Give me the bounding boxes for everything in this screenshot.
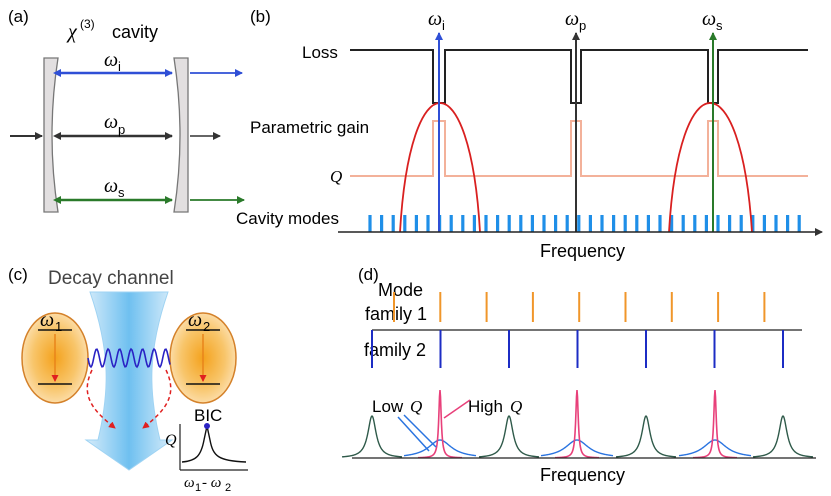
- cavity-word: cavity: [112, 22, 158, 42]
- cavity-mode-ticks: [368, 215, 801, 232]
- decay-path-2: [142, 369, 172, 429]
- family2-label: family 2: [364, 340, 426, 360]
- omega-i-label: ω: [104, 49, 118, 71]
- high-q-symbol: Q: [510, 397, 522, 416]
- omega2-label: ω: [188, 309, 202, 331]
- loss-label: Loss: [302, 43, 338, 62]
- spectrum-peak: [615, 415, 677, 458]
- omega-i-subscript: i: [118, 59, 121, 74]
- q-label-b: Q: [330, 167, 342, 186]
- panel-b: (b) Loss Parametric gain Q Cavity modes …: [236, 7, 823, 261]
- omega-i-b: ω: [428, 8, 442, 30]
- panel-c-label: (c): [8, 265, 28, 284]
- frequency-label-d: Frequency: [540, 465, 625, 485]
- inset-x-omega2-sub: 2: [225, 482, 231, 494]
- left-mirror: [43, 57, 59, 213]
- omega-i-b-sub: i: [442, 18, 445, 33]
- low-q-symbol: Q: [410, 397, 422, 416]
- panel-a: (a) χ (3) cavity ω i ω p ω s: [8, 7, 245, 213]
- spectrum-peaks: [341, 389, 814, 459]
- spectrum-peak: [478, 415, 540, 458]
- right-mirror: [173, 57, 189, 213]
- omega-p-label: ω: [104, 111, 118, 133]
- bic-inset-curve: [181, 425, 247, 463]
- frequency-label-b: Frequency: [540, 241, 625, 261]
- low-q-peak: [540, 439, 614, 457]
- q-label-c: Q: [165, 432, 177, 449]
- decay-path-1: [86, 369, 116, 429]
- low-q-pointer-1: [397, 416, 430, 452]
- omega-s-b: ω: [702, 8, 716, 30]
- mode-label: Mode: [378, 280, 423, 300]
- low-q-peak: [403, 439, 477, 457]
- chi-superscript: (3): [80, 17, 95, 31]
- omega-s-label: ω: [104, 175, 118, 197]
- low-q-pointer-2: [403, 414, 437, 448]
- omega-p-b-sub: p: [579, 18, 586, 33]
- chi-symbol: χ: [66, 21, 78, 43]
- low-q-peak: [678, 439, 752, 457]
- omega2-subscript: 2: [203, 319, 210, 334]
- panel-c: (c) Decay channel ω 1 ω 2 Q BIC ω 1 - ω …: [8, 265, 248, 494]
- panel-b-label: (b): [250, 7, 271, 26]
- family1-modes: [393, 292, 766, 322]
- omega-s-subscript: s: [118, 185, 125, 200]
- high-q-pointer: [443, 399, 471, 419]
- panel-d-label: (d): [358, 265, 379, 284]
- cavity-modes-label: Cavity modes: [236, 209, 339, 228]
- inset-x-omega1-sub: 1: [195, 482, 201, 494]
- bic-label: BIC: [194, 406, 222, 425]
- inset-x-omega1: ω: [184, 475, 195, 491]
- parametric-gain-label: Parametric gain: [250, 118, 369, 137]
- panel-a-label: (a): [8, 7, 29, 26]
- gain-curve-right: [668, 102, 753, 233]
- omega-p-subscript: p: [118, 122, 125, 137]
- inset-x-minus-omega: - ω: [202, 475, 221, 491]
- spectrum-peak: [341, 415, 403, 458]
- high-q-peak: [417, 389, 463, 459]
- omega1-label: ω: [40, 309, 54, 331]
- high-q-label: High: [468, 397, 503, 416]
- loss-line: [350, 49, 808, 104]
- decay-channel-beam: [84, 291, 174, 471]
- family1-label: family 1: [365, 304, 427, 324]
- low-q-label: Low: [372, 397, 404, 416]
- coupling-wave: [87, 347, 171, 369]
- panel-d: (d) Mode family 1 family 2 Low Q High Q …: [341, 265, 816, 485]
- high-q-peak: [554, 389, 600, 459]
- omega-s-b-sub: s: [716, 18, 723, 33]
- family2-modes: [371, 330, 784, 368]
- bic-point: [204, 423, 210, 429]
- omega-p-b: ω: [565, 8, 579, 30]
- omega1-subscript: 1: [55, 319, 62, 334]
- spectrum-peak: [752, 415, 814, 458]
- decay-channel-label: Decay channel: [48, 268, 174, 289]
- high-q-peak: [692, 389, 738, 459]
